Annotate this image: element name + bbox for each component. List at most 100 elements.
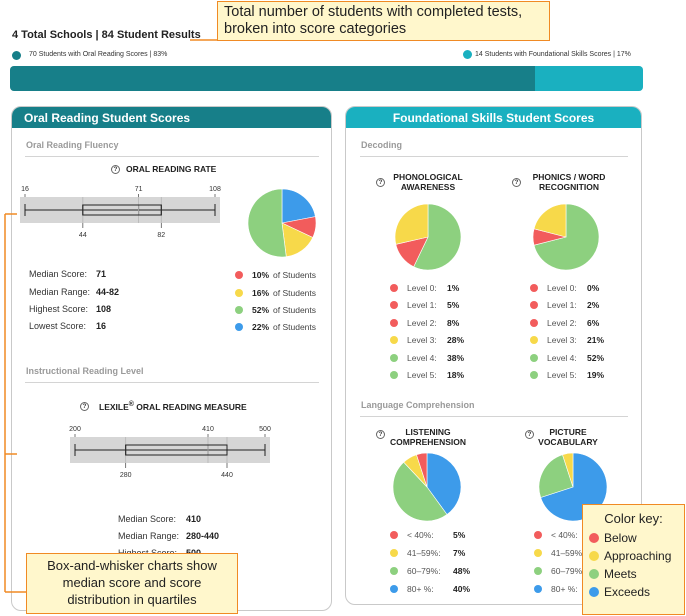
- exceeds-dot: [235, 323, 243, 331]
- level-row: 60–79%:: [534, 566, 597, 576]
- level-row: Level 2:6%: [530, 318, 599, 328]
- level-label: Level 1:: [547, 300, 577, 311]
- level-percent: 38%: [447, 352, 465, 363]
- rate-bottom-tick-label: 44: [79, 232, 87, 239]
- reading-level-section-title: Instructional Reading Level: [26, 366, 144, 376]
- level-row: Level 4:38%: [390, 353, 464, 363]
- exceeds-dot: [534, 585, 542, 593]
- rate-highest-score-value: 108: [96, 304, 112, 314]
- level-percent: 40%: [453, 584, 471, 594]
- pie-slice-below: [416, 452, 428, 488]
- phonics-word-recognition-pie: [532, 203, 600, 271]
- language-comprehension-divider: [360, 416, 628, 417]
- meets-dot: [530, 353, 538, 362]
- level-label: 60–79%:: [551, 566, 585, 576]
- rate-quartile-box-outline: [82, 204, 162, 216]
- below-dot: [390, 318, 398, 327]
- foundational-skills-bar-segment: [535, 66, 643, 91]
- approaching-dot: [589, 551, 599, 561]
- color-key-below: Below: [589, 529, 678, 547]
- rate-legend-approaching: 16%of Students: [235, 288, 316, 298]
- listening-comprehension-pie-svg: [392, 452, 462, 522]
- level-percent: 48%: [453, 566, 471, 576]
- below-dot: [589, 533, 599, 543]
- rate-median-range-label: Median Range:: [29, 287, 91, 297]
- phonological-awareness-pie: [394, 203, 462, 271]
- level-row: Level 1:2%: [530, 300, 599, 310]
- meets-dot: [390, 371, 398, 379]
- level-percent: 8%: [447, 317, 460, 328]
- pie-slice-approaching: [562, 452, 574, 488]
- lexile-top-tick-label: 410: [202, 426, 214, 433]
- level-label: Level 1:: [407, 300, 437, 311]
- level-label: 60–79%:: [407, 566, 441, 576]
- exceeds-dot: [390, 585, 398, 593]
- lexile-bottom-tick-label: 440: [221, 472, 233, 479]
- level-percent: 6%: [587, 317, 600, 328]
- phonological-awareness-pie-svg: [394, 203, 462, 271]
- color-key-approaching: Approaching: [589, 547, 678, 565]
- pie-slice-meets: [392, 461, 448, 522]
- oral-reading-card-title: Oral Reading Student Scores: [24, 110, 191, 125]
- rate-top-tick-label: 108: [209, 186, 221, 193]
- level-label: Level 3:: [547, 335, 577, 346]
- reading-rate-pie-svg: [247, 188, 317, 258]
- help-icon[interactable]: ?: [376, 430, 385, 439]
- level-percent: 19%: [587, 370, 605, 380]
- meets-dot: [589, 569, 599, 579]
- meets-dot: [235, 306, 243, 314]
- level-percent: 52%: [587, 352, 605, 363]
- foundational-skills-card-title: Foundational Skills Student Scores: [392, 110, 595, 125]
- level-row: 60–79%: 48%: [390, 566, 470, 576]
- level-row: Level 5:18%: [390, 370, 464, 380]
- level-row: Level 3:21%: [530, 335, 604, 345]
- level-percent: 1%: [447, 283, 460, 293]
- decoding-divider: [360, 156, 628, 157]
- rate-median-range-value: 44-82: [96, 287, 120, 297]
- level-row: 41–59%:7%: [390, 548, 465, 558]
- level-row: < 40%:: [534, 530, 597, 540]
- pie-slice-exceeds: [426, 452, 462, 515]
- reading-rate-title: ORAL READING RATE: [126, 164, 217, 174]
- meets-dot: [390, 567, 398, 575]
- rate-lowest-score-label: Lowest Score:: [29, 321, 87, 331]
- lexile-median-score-value: 410: [186, 514, 202, 524]
- listening-comprehension-pie: [392, 452, 462, 522]
- fluency-section-title: Oral Reading Fluency: [26, 140, 119, 150]
- below-dot: [235, 271, 243, 279]
- level-row: < 40%:5%: [390, 530, 465, 540]
- meets-dot: [534, 567, 542, 575]
- rate-median-score-label: Median Score:: [29, 269, 88, 279]
- lexile-quartile-box-outline: [125, 444, 228, 456]
- approaching-dot: [530, 336, 538, 345]
- pie-slice-approaching: [533, 203, 567, 238]
- level-label: Level 5:: [547, 370, 577, 380]
- level-percent: 5%: [447, 300, 460, 311]
- level-row: 41–59%:: [534, 548, 597, 558]
- help-icon[interactable]: ?: [512, 178, 521, 187]
- foundational-legend-dot: [463, 50, 472, 59]
- level-percent: 0%: [587, 283, 600, 293]
- help-icon[interactable]: ?: [525, 430, 534, 439]
- meets-dot: [390, 353, 398, 362]
- lexile-top-tick-label: 200: [69, 426, 81, 433]
- reading-rate-pie: [247, 188, 317, 258]
- lexile-measure-title: LEXILE® ORAL READING MEASURE: [99, 401, 247, 412]
- level-label: 41–59%:: [407, 548, 441, 558]
- pie-slice-approaching: [394, 203, 429, 245]
- student-distribution-bar: [10, 66, 643, 91]
- rate-median-score-value: 71: [96, 269, 107, 279]
- level-row: Level 4:52%: [530, 353, 604, 363]
- help-icon[interactable]: ?: [80, 402, 89, 411]
- color-key-exceeds: Exceeds: [589, 583, 678, 601]
- reading-level-divider: [25, 382, 319, 383]
- level-label: Level 2:: [407, 317, 437, 328]
- help-icon[interactable]: ?: [111, 165, 120, 174]
- help-icon[interactable]: ?: [376, 178, 385, 187]
